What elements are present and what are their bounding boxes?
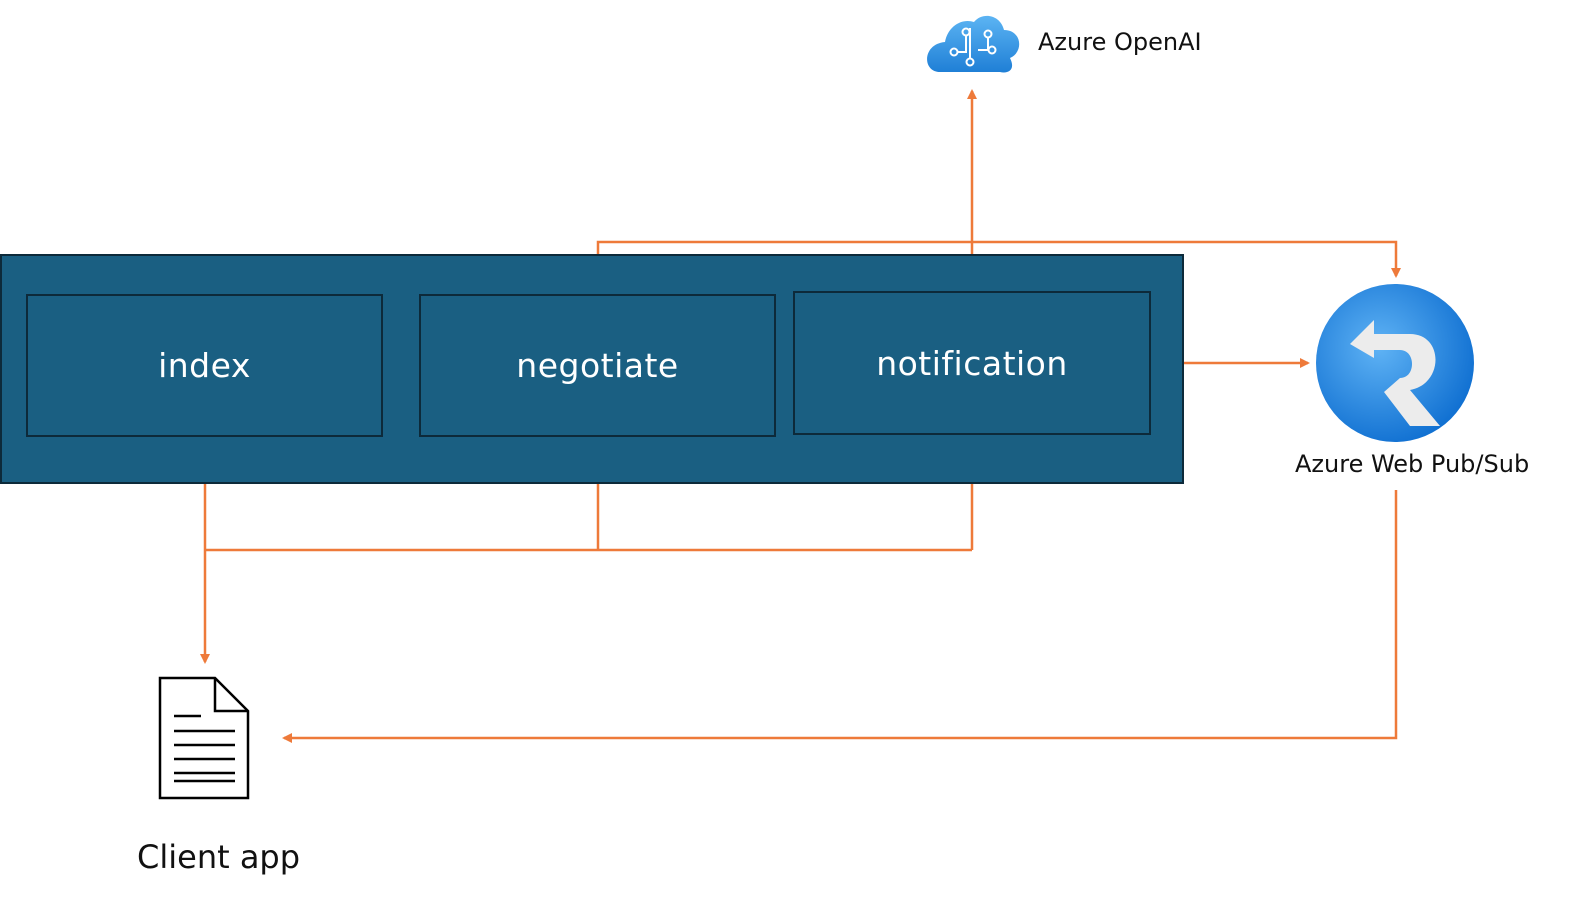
index-function-box[interactable]: index — [26, 294, 383, 437]
notification-label: notification — [876, 343, 1068, 383]
index-label: index — [158, 346, 251, 385]
azure-openai-icon — [927, 15, 1020, 73]
notification-function-box[interactable]: notification — [793, 291, 1151, 435]
webpubsub-client-arrow — [282, 490, 1398, 743]
azure-webpubsub-label: Azure Web Pub/Sub — [1295, 450, 1530, 478]
client-app-label: Client app — [137, 838, 301, 876]
document-icon — [158, 676, 250, 800]
azure-webpubsub-icon — [1316, 284, 1474, 442]
negotiate-label: negotiate — [516, 346, 679, 385]
azure-openai-label: Azure OpenAI — [1038, 28, 1202, 56]
negotiate-function-box[interactable]: negotiate — [419, 294, 776, 437]
